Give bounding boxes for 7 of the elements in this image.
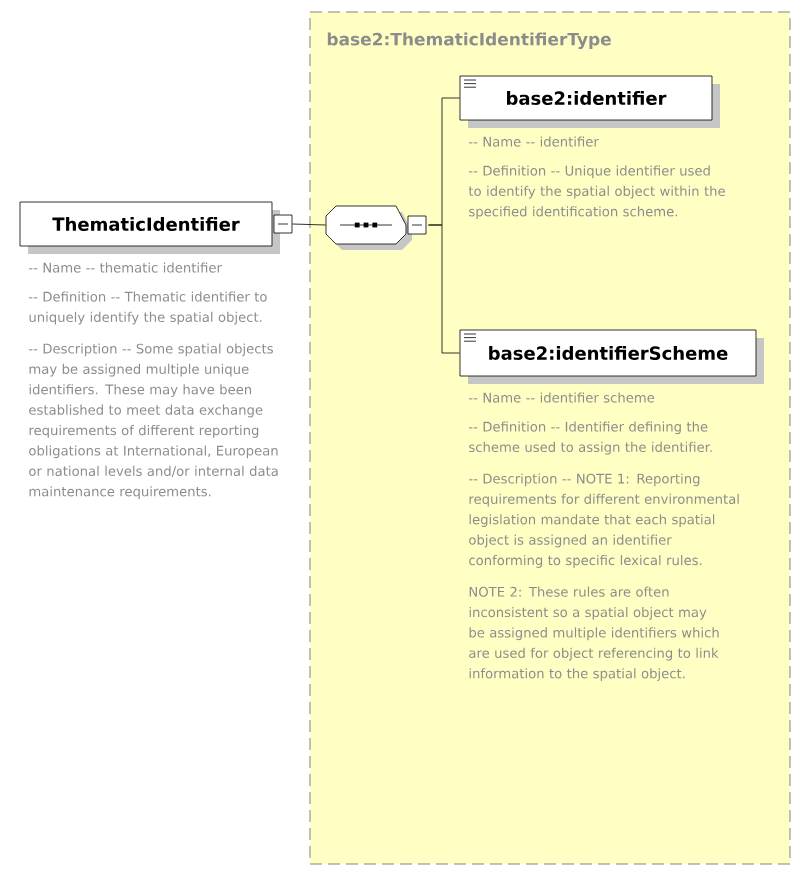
element-box: ThematicIdentifier [19, 201, 293, 254]
connector-line [428, 224, 460, 354]
group-heading: base2:ThematicIdentifierType [327, 32, 611, 49]
element-box: base2:identifierScheme [459, 329, 764, 384]
sequence-symbol [325, 205, 427, 250]
element-box: base2:identifier [459, 75, 720, 128]
connector-line [292, 223, 326, 226]
